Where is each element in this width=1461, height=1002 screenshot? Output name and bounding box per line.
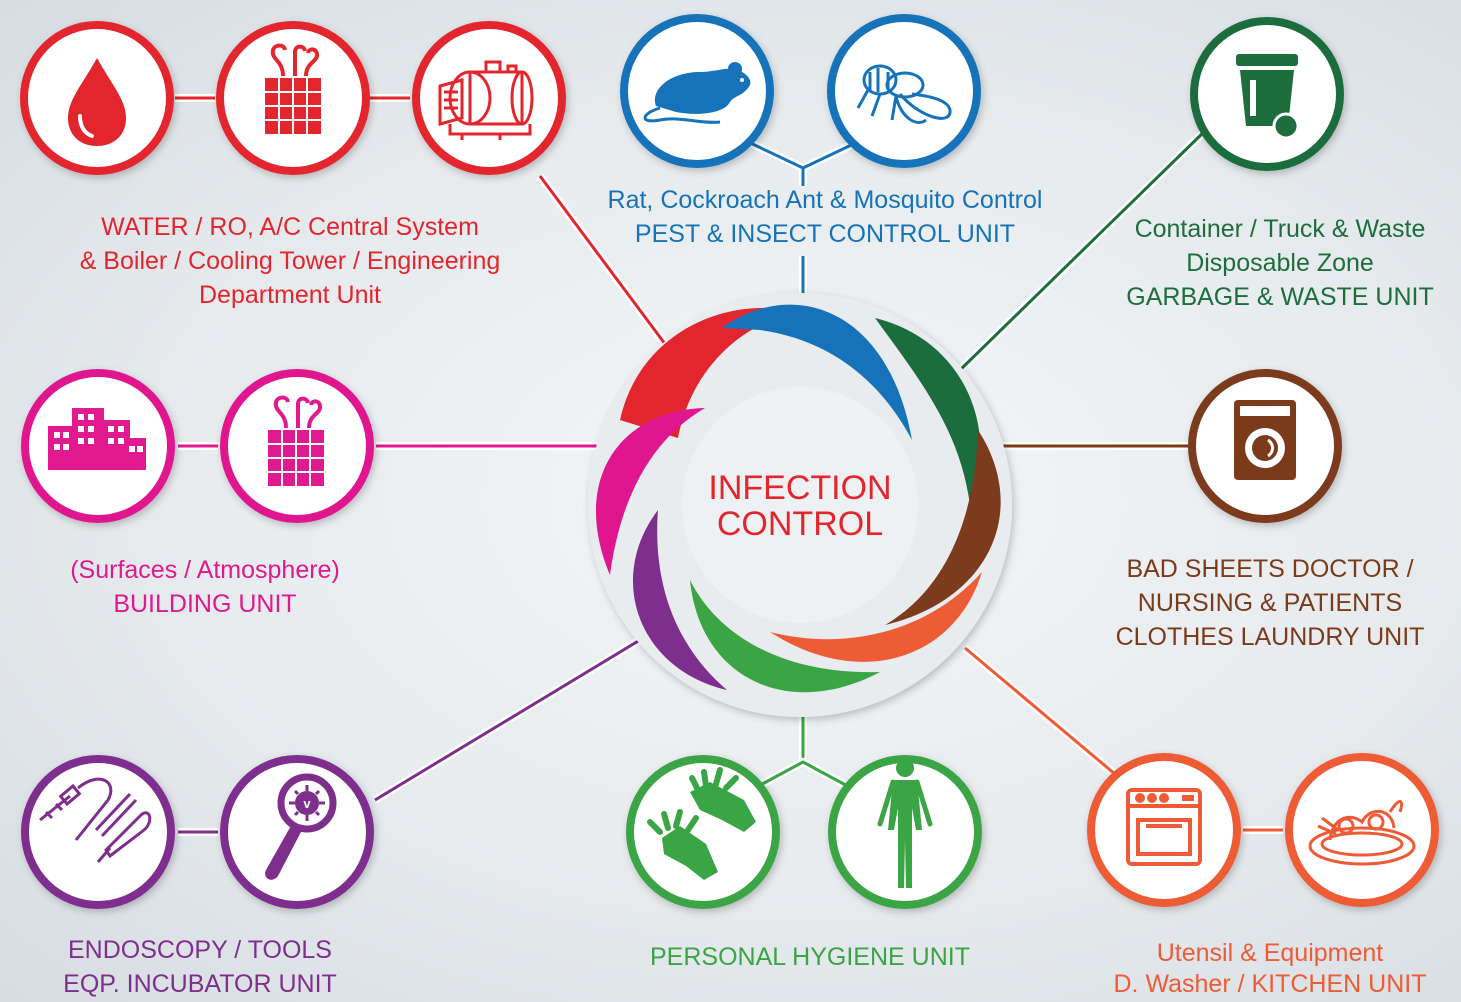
center-title-line2: CONTROL <box>716 505 884 543</box>
connector-pest <box>738 134 868 300</box>
label-laundry-line2: NURSING & PATIENTS <box>1137 589 1403 617</box>
boiler-icon <box>438 60 534 140</box>
label-garbage-line3: GARBAGE & WASTE UNIT <box>1126 283 1434 311</box>
label-pest-unit: Rat, Cockroach Ant & Mosquito Control PE… <box>560 183 1090 251</box>
surgical-tools-icon <box>39 777 152 863</box>
water-unit-icons <box>20 21 566 175</box>
label-laundry-line3: CLOTHES LAUNDRY UNIT <box>1115 623 1425 651</box>
svg-text:v: v <box>303 796 311 811</box>
label-garbage-line2: Disposable Zone <box>1186 249 1374 277</box>
connector-endoscopy <box>178 636 643 836</box>
label-endoscopy-line2: EQP. INCUBATOR UNIT <box>63 970 337 998</box>
building-icon <box>48 408 146 470</box>
petal-brown <box>885 430 1001 625</box>
label-garbage-unit: Container / Truck & Waste Disposable Zon… <box>1100 212 1460 314</box>
label-water-line2: & Boiler / Cooling Tower / Engineering <box>79 247 501 275</box>
label-laundry-line1: BAD SHEETS DOCTOR / <box>1126 555 1414 583</box>
circle-food-plate[interactable] <box>1285 753 1439 907</box>
center-title-line1: INFECTION <box>708 469 892 507</box>
connector-lines <box>175 94 1283 836</box>
circle-gloves[interactable] <box>626 755 780 909</box>
center-title: INFECTION CONTROL <box>660 470 940 542</box>
endoscopy-unit-icons: v <box>21 755 374 909</box>
garbage-unit-icons <box>1190 17 1344 171</box>
washing-machine-icon <box>1234 400 1296 480</box>
central-flower <box>588 293 1012 717</box>
label-kitchen-unit: Utensil & Equipment D. Washer / KITCHEN … <box>1090 938 1450 1000</box>
fly-icon <box>856 64 952 124</box>
petal-blue <box>722 304 912 440</box>
magnifier-virus-icon: v <box>265 773 337 880</box>
label-pest-line2: PEST & INSECT CONTROL UNIT <box>634 220 1016 248</box>
petal-red <box>620 307 798 438</box>
kitchen-unit-icons <box>1087 753 1439 907</box>
label-pest-line1: Rat, Cockroach Ant & Mosquito Control <box>607 186 1043 214</box>
cooling-tower-icon <box>265 43 321 134</box>
label-building-line1: (Surfaces / Atmosphere) <box>70 556 340 584</box>
petal-green-dark <box>875 318 981 505</box>
gloves-icon <box>647 767 756 880</box>
label-endoscopy-line1: ENDOSCOPY / TOOLS <box>68 936 332 964</box>
label-garbage-line1: Container / Truck & Waste <box>1134 215 1426 243</box>
label-laundry-unit: BAD SHEETS DOCTOR / NURSING & PATIENTS C… <box>1090 552 1450 654</box>
circle-surgical-tools[interactable] <box>21 755 175 909</box>
water-drop-icon <box>68 58 126 146</box>
laundry-unit-icons <box>1188 369 1342 523</box>
label-kitchen-line2: D. Washer / KITCHEN UNIT <box>1113 970 1427 998</box>
label-water-line1: WATER / RO, A/C Central System <box>101 213 479 241</box>
oven-icon <box>1126 788 1202 866</box>
petal-orange <box>770 572 982 662</box>
petal-pink <box>595 408 705 575</box>
pest-unit-icons <box>620 14 981 168</box>
waste-bin-icon <box>1236 54 1300 140</box>
label-endoscopy-unit: ENDOSCOPY / TOOLS EQP. INCUBATOR UNIT <box>30 933 370 1001</box>
rat-icon <box>643 62 751 124</box>
food-plate-icon <box>1308 800 1416 866</box>
label-building-line2: BUILDING UNIT <box>113 590 297 618</box>
petal-purple <box>632 510 727 690</box>
connector-water <box>175 94 672 351</box>
connector-garbage <box>955 123 1213 375</box>
label-kitchen-line1: Utensil & Equipment <box>1156 939 1384 967</box>
label-water-line3: Department Unit <box>198 281 382 309</box>
circle-fly[interactable] <box>827 14 981 168</box>
hygiene-unit-icons <box>626 755 982 909</box>
petal-green <box>690 580 880 693</box>
label-hygiene-line1: PERSONAL HYGIENE UNIT <box>650 943 970 971</box>
label-water-unit: WATER / RO, A/C Central System & Boiler … <box>40 210 540 312</box>
label-hygiene-unit: PERSONAL HYGIENE UNIT <box>620 940 1000 974</box>
circle-oven[interactable] <box>1087 753 1241 907</box>
label-building-unit: (Surfaces / Atmosphere) BUILDING UNIT <box>30 553 380 621</box>
air-vent-icon <box>268 395 324 486</box>
connector-kitchen <box>962 644 1283 834</box>
human-body-icon <box>877 759 933 888</box>
building-unit-icons <box>21 369 374 523</box>
